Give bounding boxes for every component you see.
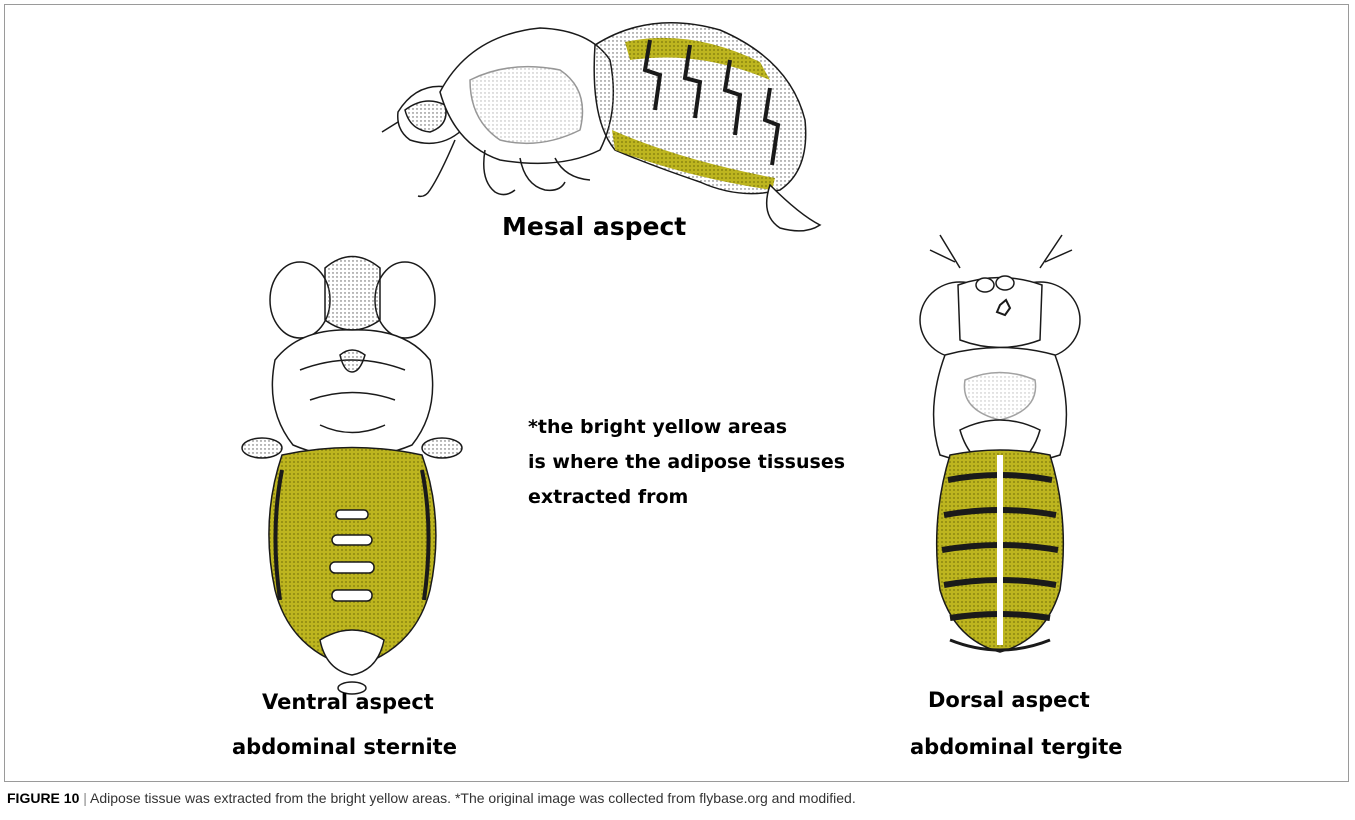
figure-number: FIGURE 10 xyxy=(7,790,79,806)
dorsal-antenna-left xyxy=(930,235,960,268)
ventral-aspect-sublabel: abdominal sternite xyxy=(232,735,457,759)
dorsal-antenna-right xyxy=(1040,235,1072,268)
mesal-terminalia xyxy=(767,185,820,231)
ventral-fly-drawing xyxy=(242,257,462,695)
note-line-1: *the bright yellow areas xyxy=(528,410,845,445)
dorsal-fly-drawing xyxy=(920,235,1080,652)
mesal-aspect-label: Mesal aspect xyxy=(502,212,686,241)
fly-illustrations xyxy=(0,0,1355,785)
note-line-2: is where the adipose tissuses xyxy=(528,445,845,480)
mesal-fly-drawing xyxy=(382,23,820,231)
caption-text: Adipose tissue was extracted from the br… xyxy=(90,790,856,806)
annotation-note: *the bright yellow areas is where the ad… xyxy=(528,410,845,515)
dorsal-aspect-sublabel: abdominal tergite xyxy=(910,735,1123,759)
ventral-thorax xyxy=(272,330,432,458)
figure-caption: FIGURE 10 | Adipose tissue was extracted… xyxy=(7,790,856,806)
dorsal-aspect-label: Dorsal aspect xyxy=(928,688,1090,712)
caption-separator: | xyxy=(83,790,87,806)
note-line-3: extracted from xyxy=(528,480,845,515)
ventral-eye-left xyxy=(270,262,330,338)
ventral-head xyxy=(325,257,380,331)
ventral-eye-right xyxy=(375,262,435,338)
ventral-aspect-label: Ventral aspect xyxy=(262,690,434,714)
mesal-leg xyxy=(418,140,455,196)
